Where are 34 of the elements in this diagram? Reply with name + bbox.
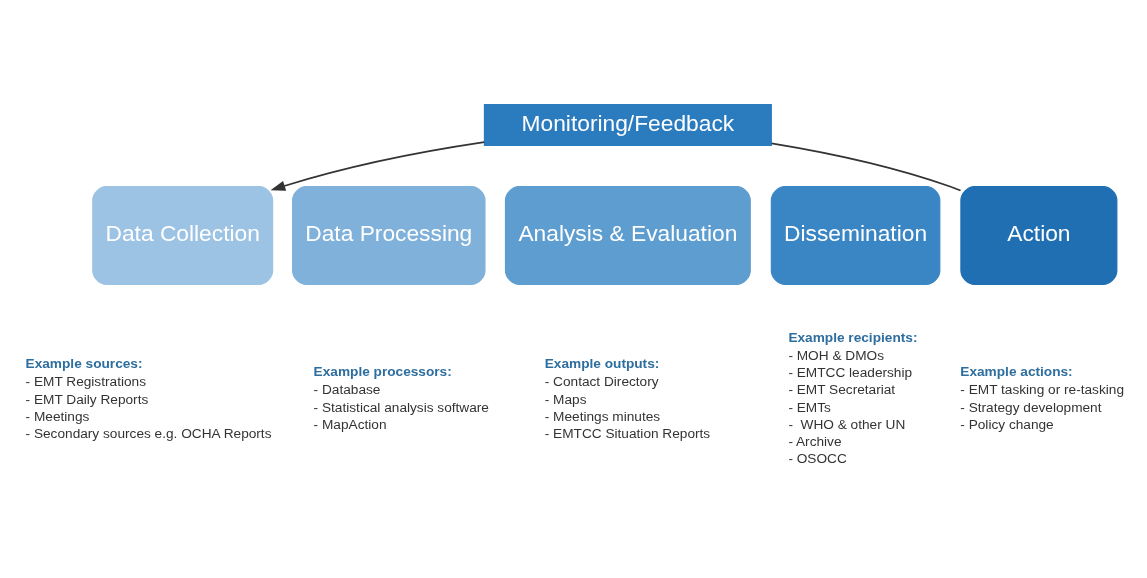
node-label: - EMT tasking or re-tasking <box>960 382 1125 398</box>
node-box: Analysis & Evaluation <box>504 185 751 285</box>
node-box: Monitoring/Feedback <box>483 104 772 147</box>
node-label: - Strategy development <box>960 399 1102 415</box>
node-box: Data Collection <box>92 185 274 285</box>
node-label: - Contact Directory <box>544 374 659 390</box>
arrow <box>270 141 486 191</box>
node-label: - MapAction <box>313 416 387 432</box>
node-label: Example sources: <box>25 356 143 372</box>
node-label: - Meetings <box>25 408 90 424</box>
node-label: - Secondary sources e.g. OCHA Reports <box>25 425 272 441</box>
node-label: - EMTCC Situation Reports <box>544 425 711 441</box>
node-box: Dissemination <box>770 185 941 285</box>
node-label: - EMT Secretariat <box>788 382 896 398</box>
node-label: Example actions: <box>960 364 1073 380</box>
node-label: - Database <box>313 382 381 398</box>
node-label: - Statistical analysis software <box>313 399 489 415</box>
node-label: Example recipients: <box>788 330 918 346</box>
node-label: - EMT Registrations <box>25 374 146 390</box>
node-label: - Maps <box>544 391 587 407</box>
node-label: - WHO & other UN <box>788 416 906 432</box>
node-label: - MOH & DMOs <box>788 348 884 364</box>
connector <box>770 142 962 192</box>
node-label: Example processors: <box>313 364 452 380</box>
node-label: - OSOCC <box>788 450 847 466</box>
node-label: - EMT Daily Reports <box>25 391 149 407</box>
node-label: - EMTs <box>788 399 831 415</box>
node-label: - Policy change <box>960 416 1054 432</box>
node-box: Data Processing <box>292 185 486 285</box>
node-label: Example outputs: <box>544 356 660 372</box>
node-label: - Archive <box>788 433 842 449</box>
node-label: - EMTCC leadership <box>788 365 913 381</box>
node-box: Action <box>960 185 1118 285</box>
node-label: - Meetings minutes <box>544 408 661 424</box>
